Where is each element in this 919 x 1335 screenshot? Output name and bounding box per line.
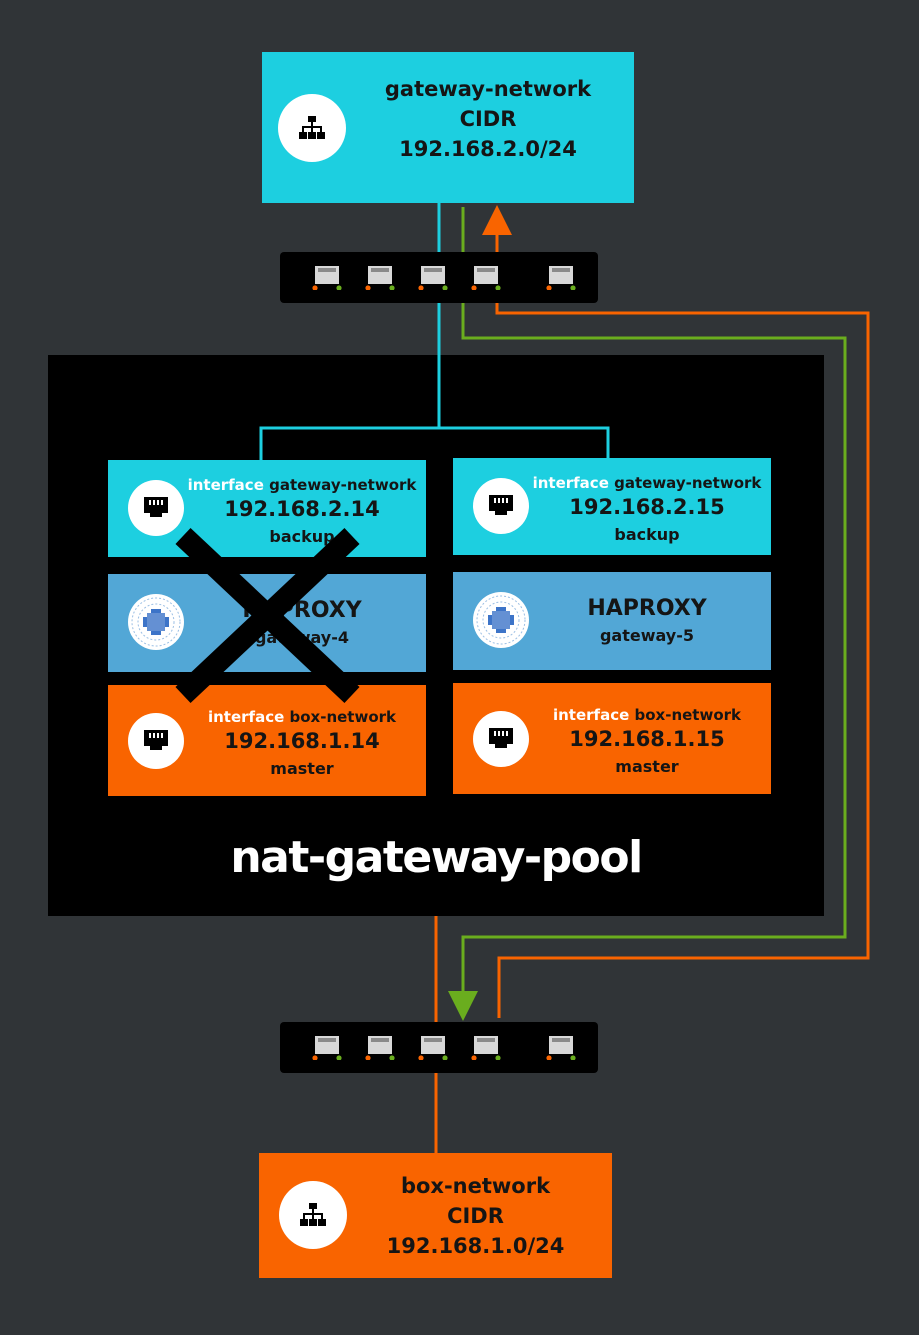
network-topology-icon: [278, 94, 346, 162]
gateway-interface-card[interactable]: interface gateway-network 192.168.2.14 b…: [108, 460, 426, 557]
interface-ip: 192.168.1.14: [224, 729, 380, 753]
gateway-network-box[interactable]: gateway-network CIDR 192.168.2.0/24: [262, 52, 634, 203]
box-interface-card[interactable]: interface box-network 192.168.1.14 maste…: [108, 685, 426, 796]
haproxy-host: gateway-5: [599, 626, 695, 645]
gateway-switch: [280, 252, 598, 303]
interface-network: box-network: [634, 706, 742, 724]
interface-role: backup: [614, 525, 680, 544]
ethernet-port-icon: [418, 1034, 448, 1061]
cidr-label: CIDR: [459, 107, 517, 131]
interface-network: gateway-network: [614, 474, 762, 492]
network-name: box-network: [400, 1174, 551, 1198]
gateway-interface-card[interactable]: interface gateway-network 192.168.2.15 b…: [453, 458, 771, 555]
interface-ip: 192.168.1.15: [569, 727, 725, 751]
ethernet-port-icon: [546, 264, 576, 291]
interface-keyword: interface: [552, 706, 630, 724]
green-traffic-path: [448, 207, 847, 1021]
cidr-label: CIDR: [447, 1204, 504, 1228]
ethernet-port-icon: [312, 264, 342, 291]
interface-ip: 192.168.2.14: [224, 497, 380, 521]
ethernet-port-icon: [418, 264, 448, 291]
ethernet-port-icon: [365, 264, 395, 291]
network-topology-icon: [279, 1181, 347, 1249]
interface-role: master: [615, 757, 679, 776]
ethernet-port-icon: [128, 480, 184, 536]
haproxy-logo-icon: [473, 592, 529, 648]
interface-keyword: interface: [187, 476, 264, 494]
ethernet-port-icon: [471, 264, 501, 291]
box-switch: [280, 1022, 598, 1073]
pool-title: nat-gateway-pool: [230, 832, 643, 883]
interface-ip: 192.168.2.15: [569, 495, 725, 519]
interface-role: master: [270, 759, 334, 778]
interface-role: backup: [269, 527, 335, 546]
ethernet-port-icon: [128, 713, 184, 769]
box-network-box[interactable]: box-network CIDR 192.168.1.0/24: [259, 1153, 612, 1278]
haproxy-name: HAPROXY: [587, 596, 707, 621]
cidr-value: 192.168.2.0/24: [399, 137, 577, 161]
cidr-value: 192.168.1.0/24: [386, 1234, 565, 1258]
ethernet-port-icon: [312, 1034, 342, 1061]
ethernet-port-icon: [473, 711, 529, 767]
haproxy-card[interactable]: HAPROXY gateway-5: [453, 572, 771, 670]
interface-network: box-network: [289, 708, 397, 726]
interface-keyword: interface: [207, 708, 285, 726]
ethernet-port-icon: [471, 1034, 501, 1061]
network-name: gateway-network: [384, 77, 592, 101]
ethernet-port-icon: [365, 1034, 395, 1061]
interface-keyword: interface: [532, 474, 609, 492]
haproxy-logo-icon: [128, 594, 184, 650]
ethernet-port-icon: [473, 478, 529, 534]
ethernet-port-icon: [546, 1034, 576, 1061]
interface-network: gateway-network: [269, 476, 417, 494]
box-interface-card[interactable]: interface box-network 192.168.1.15 maste…: [453, 683, 771, 794]
